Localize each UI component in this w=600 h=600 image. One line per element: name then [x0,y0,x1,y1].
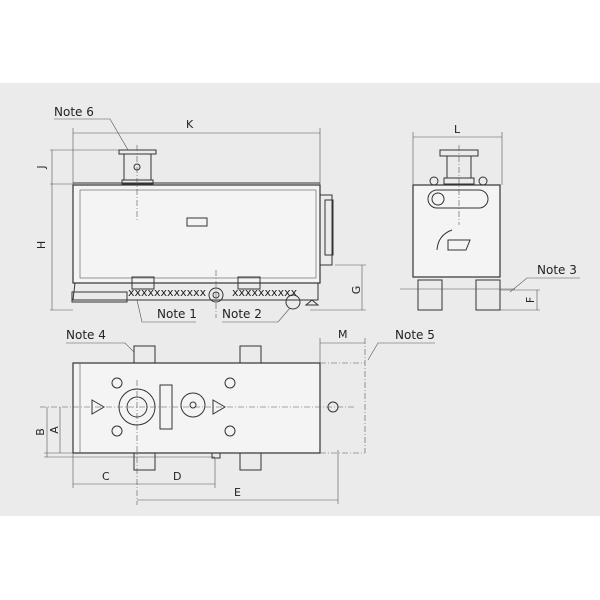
note-2: Note 2 [222,307,262,321]
note-6: Note 6 [54,105,94,119]
top-dimensions: Note 4 Note 5 M A B C D E [34,328,435,504]
dim-k: K [186,118,194,131]
top-view [40,345,355,505]
side-panel [79,189,317,279]
side-base [72,282,319,301]
front-caster-right [475,279,501,311]
control-panel [427,189,489,209]
note-4: Note 4 [66,328,106,342]
label-plate-1: xxxxxxxxxxxx [128,286,207,299]
dim-c: C [102,470,110,483]
side-body [72,184,321,284]
dim-j: J [35,165,48,169]
side-dimensions: K J H G Note 6 Note 1 Note 2 [35,105,366,323]
side-fittings [319,194,333,266]
vent-slot [186,217,208,227]
dim-f: F [524,297,537,303]
dim-e: E [234,486,241,499]
side-view: xxxxxxxxxxxx xxxxxxxxxx [71,145,334,318]
dim-m: M [338,328,348,341]
front-body [412,184,501,278]
inlet-flange [118,149,157,155]
note-1: Note 1 [157,307,197,321]
caster-wheel-icon [285,294,301,310]
front-caster-left [417,279,443,311]
dim-d: D [173,470,181,483]
note-5: Note 5 [395,328,435,342]
port-fitting-icon [208,287,224,303]
logo-mark [436,229,471,251]
fan-icon [180,392,206,418]
dim-a: A [48,426,61,434]
top-body [72,362,321,454]
dim-b: B [34,428,47,436]
dim-g: G [350,286,363,295]
dim-l: L [454,123,461,136]
dim-h: H [35,241,48,249]
note-3: Note 3 [537,263,577,277]
front-view: L Note 3 F [400,123,580,311]
label-plate-2: xxxxxxxxxx [232,286,298,299]
